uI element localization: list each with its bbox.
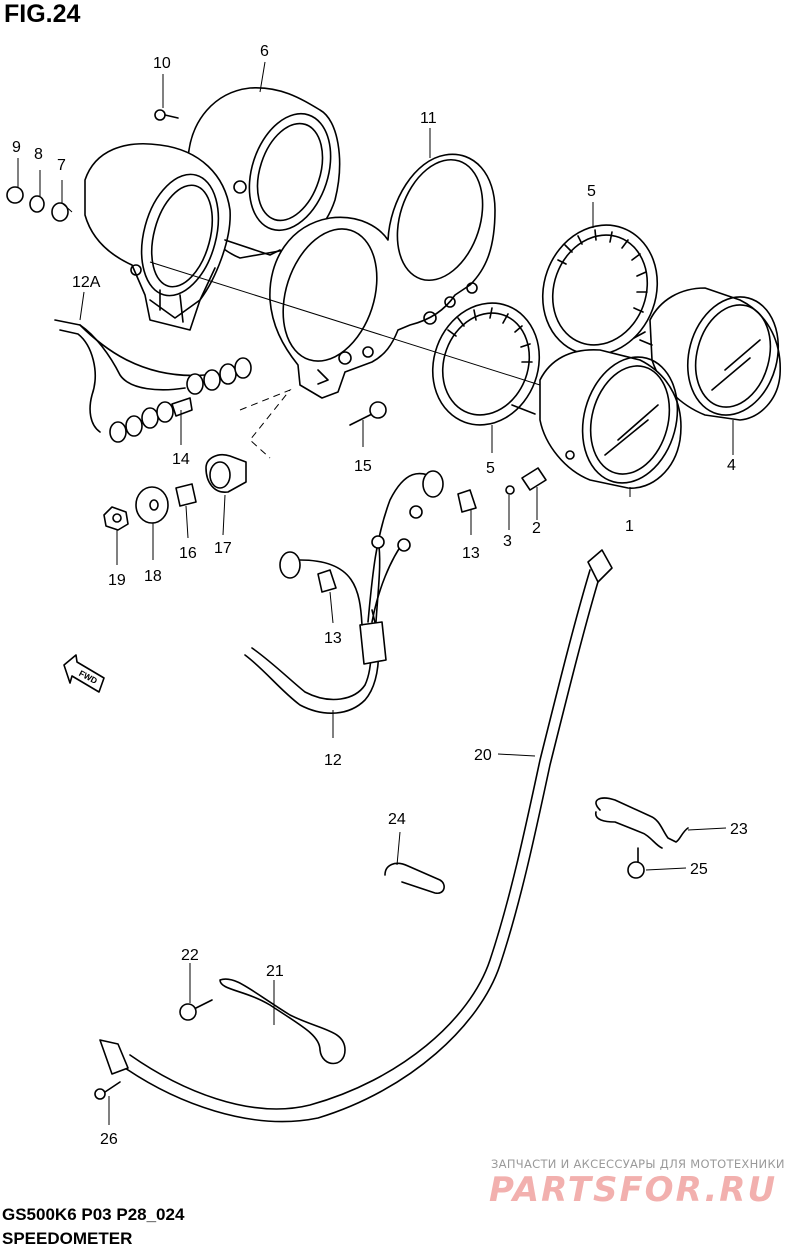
callout-15: 15 [354,458,372,475]
page-title: SPEEDOMETER [2,1229,133,1248]
part-16-bulb [175,483,197,507]
callout-8: 8 [34,146,43,163]
model-code: GS500K6 P03 P28_024 [2,1205,185,1224]
part-8-washer [29,195,45,213]
part-11-meter-bracket [269,153,496,399]
fwd-arrow: FWD [63,654,105,693]
part-7-grommet [51,202,69,222]
part-9-nut [6,186,24,204]
callout-25: 25 [690,861,708,878]
part-5-ring-upper [541,224,659,356]
callout-5-upper: 5 [587,183,596,200]
part-12A-sub-harness [54,319,252,443]
callout-4: 4 [727,457,736,474]
part-22-bolt [179,999,213,1021]
callout-11: 11 [420,110,437,127]
part-23-wire-clamp [595,797,689,849]
part-6-meter-case [84,87,341,331]
callout-9: 9 [12,139,21,156]
callout-18: 18 [144,568,162,585]
callout-23: 23 [730,821,748,838]
callout-3: 3 [503,533,512,550]
part-3-screw [505,485,515,495]
part-15-screw [349,401,387,426]
callout-6: 6 [260,43,269,60]
part-20-speedometer-cable [99,549,613,1123]
callout-20: 20 [474,747,492,764]
callout-10: 10 [153,55,171,72]
part-10-bolt [154,109,179,121]
callout-26: 26 [100,1131,118,1148]
part-5-ring-lower [431,302,541,426]
part-18-washer [135,486,169,524]
callout-16: 16 [179,545,197,562]
part-24-clip [384,862,445,894]
callout-13-upper: 13 [462,545,480,562]
part-17-socket [205,453,247,493]
part-12-main-harness [244,470,444,715]
part-2-trip-knob [521,467,547,491]
leader-lines [17,61,734,1125]
callout-2: 2 [532,520,541,537]
figure-label: FIG.24 [4,0,81,28]
part-13-bulb-upper [457,489,477,513]
part-19-nut [103,506,129,531]
callout-7: 7 [57,157,66,174]
callout-1: 1 [625,518,634,535]
watermark-logo: PARTSFOR.RU [489,1170,778,1210]
callout-21: 21 [266,963,284,980]
callout-14: 14 [172,451,190,468]
callout-5-lower: 5 [486,460,495,477]
watermark-caption: ЗАПЧАСТИ И АКСЕССУАРЫ ДЛЯ МОТОТЕХНИКИ [491,1157,785,1171]
part-13-bulb-lower [317,569,337,593]
callout-24: 24 [388,811,406,828]
part-4-tachometer [633,287,781,421]
callout-17: 17 [214,540,232,557]
callout-19: 19 [108,572,126,589]
assembly-dash-line [239,388,292,459]
callout-12: 12 [324,752,342,769]
callout-12A: 12A [72,274,101,291]
part-25-screw [627,847,645,879]
part-1-speedometer [539,349,682,489]
part-21-cable-clamp [219,978,346,1065]
part-26-bolt [94,1081,121,1100]
callout-labels: 1 2 3 4 5 5 6 7 8 9 10 11 12 12A 13 13 1… [12,43,748,1148]
callout-13-lower: 13 [324,630,342,647]
assembly-line [149,261,541,386]
callout-22: 22 [181,947,199,964]
